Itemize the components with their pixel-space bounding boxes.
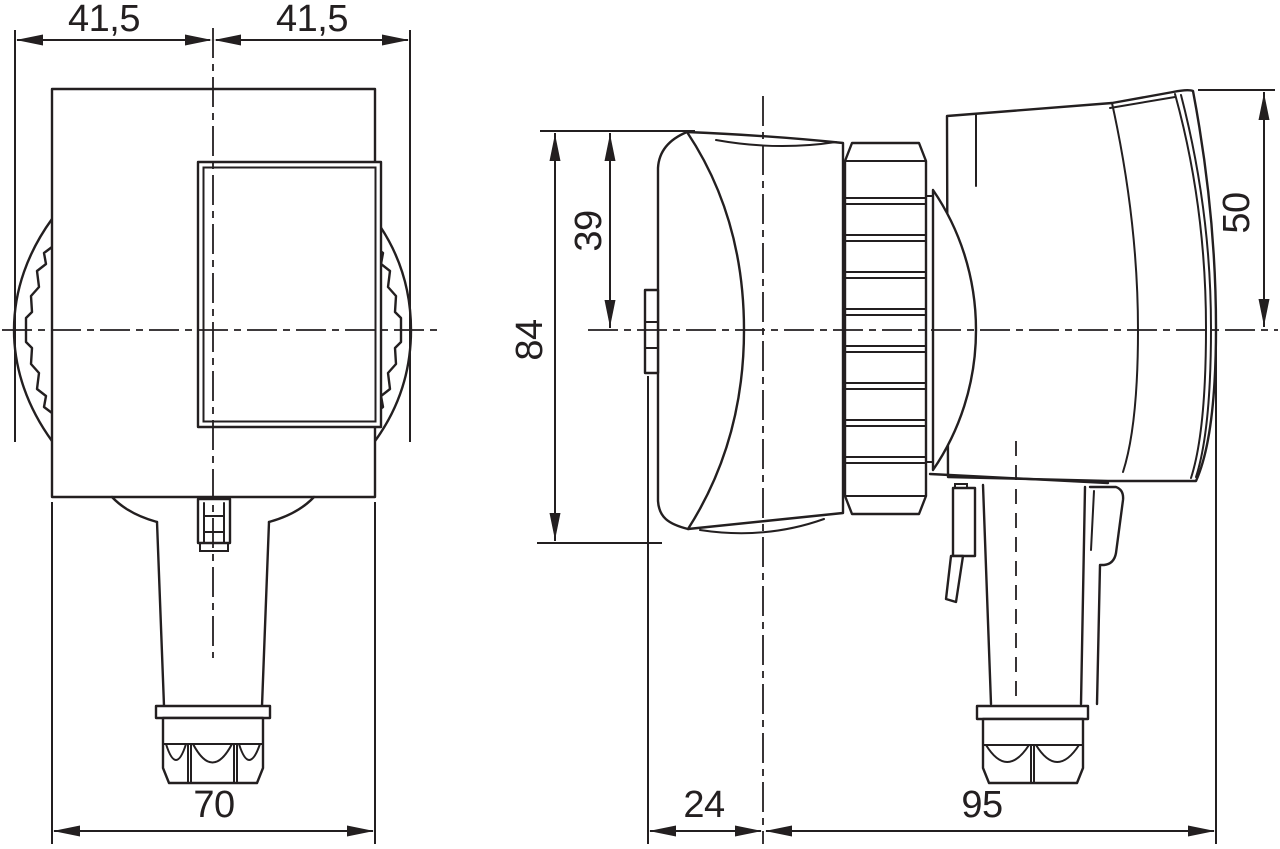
- dim-label-50: 50: [1216, 192, 1258, 233]
- pump-housing-side: [928, 441, 1125, 785]
- control-panel-front: [196, 160, 383, 429]
- dimension-total-width: 70: [51, 502, 376, 844]
- vent-screw-front: [196, 497, 232, 552]
- mounting-tab-side: [643, 288, 660, 375]
- cable-gland: [944, 483, 977, 604]
- dim-label-39: 39: [568, 210, 610, 251]
- union-nut-front: [161, 716, 265, 785]
- dimension-half-width-right: 41,5: [214, 0, 411, 442]
- dimension-module-height: 50: [1198, 89, 1275, 327]
- dim-label-70: 70: [193, 784, 234, 826]
- knurled-ring: [843, 141, 928, 516]
- dim-label-95: 95: [961, 784, 1002, 826]
- dimension-overall-height: 84: [509, 130, 695, 544]
- union-nut-side: [981, 717, 1085, 785]
- collar-side: [975, 704, 1090, 721]
- centerlines: [2, 28, 1278, 844]
- dim-label-41-5-right: 41,5: [276, 0, 348, 40]
- control-module-side: [945, 89, 1218, 483]
- collar-front: [154, 704, 272, 720]
- dim-label-41-5-left: 41,5: [68, 0, 140, 40]
- pump-housing-front: [110, 495, 316, 785]
- dimension-axis-to-rear: 24: [647, 376, 762, 844]
- motor-body-side: [643, 130, 845, 535]
- dimension-half-width-left: 41,5: [14, 0, 212, 442]
- dimension-axis-to-top: 39: [568, 133, 616, 328]
- dim-label-24: 24: [683, 784, 725, 826]
- dimension-axis-to-front: 95: [765, 331, 1217, 844]
- side-view: [643, 89, 1218, 785]
- dim-label-84: 84: [509, 319, 551, 361]
